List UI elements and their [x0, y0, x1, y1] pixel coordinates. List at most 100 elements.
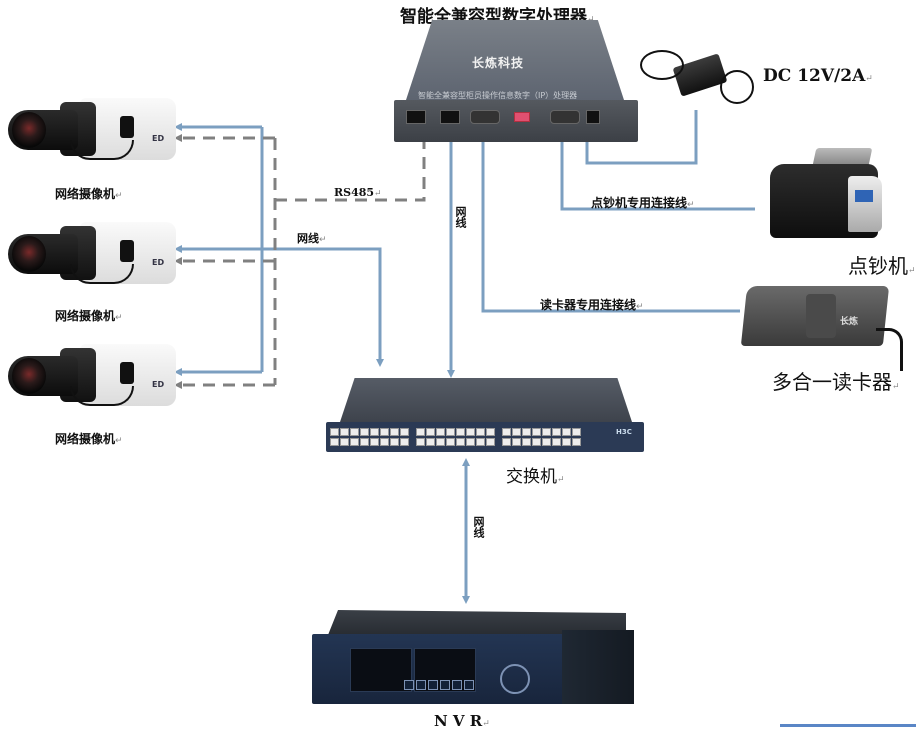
switch-port: [436, 438, 445, 446]
footer-divider: [780, 724, 916, 727]
paragraph-mark: ↵: [687, 200, 695, 210]
nvr-button: [428, 680, 438, 690]
switch-port: [476, 438, 485, 446]
switch-port: [542, 428, 551, 436]
camera-2-network-wire: [174, 245, 384, 367]
nvr-display-left: [350, 648, 412, 692]
card-reader-label-text: 多合一读卡器: [772, 370, 892, 394]
switch-port: [416, 428, 425, 436]
switch-port: [532, 438, 541, 446]
card-reader-wire: [479, 130, 740, 313]
rs485-label: RS485↵: [334, 186, 382, 199]
switch-port: [466, 438, 475, 446]
camera-logo: ED: [152, 380, 165, 389]
cash-counter-wire: [558, 130, 755, 211]
paragraph-mark: ↵: [374, 189, 382, 199]
switch-port: [370, 428, 379, 436]
counter-screen: [855, 190, 873, 202]
switch-front-panel: [326, 422, 644, 452]
switch-port: [532, 428, 541, 436]
cash-counter-label: 点钞机↵: [848, 250, 916, 279]
camera-3-label: 网络摄像机↵: [55, 430, 123, 447]
power-adapter-label-text: DC 12V/2A: [763, 66, 866, 86]
switch-port: [350, 438, 359, 446]
nvr-button: [416, 680, 426, 690]
paragraph-mark: ↵: [557, 475, 565, 485]
paragraph-mark: ↵: [319, 235, 327, 245]
processor-switch-label: 网线: [454, 206, 467, 228]
camera-3-label-text: 网络摄像机: [55, 432, 116, 446]
cash-counter-device: [752, 146, 892, 246]
switch-label: 交换机↵: [506, 462, 565, 487]
switch-port: [426, 438, 435, 446]
card-reader-device: 长炼: [736, 272, 906, 371]
switch-port: [380, 428, 389, 436]
camera-plug: [120, 116, 134, 138]
cash-counter-label-text: 点钞机: [848, 254, 908, 278]
camera-network-label-text: 网线: [297, 232, 319, 245]
switch-port: [330, 438, 339, 446]
switch-port: [562, 428, 571, 436]
switch-port: [552, 428, 561, 436]
switch-port: [522, 428, 531, 436]
power-port: [586, 110, 600, 124]
nvr-side: [562, 630, 634, 704]
switch-port: [400, 428, 409, 436]
switch-port: [330, 428, 339, 436]
switch-port: [466, 428, 475, 436]
switch-port: [436, 428, 445, 436]
camera-2-label-text: 网络摄像机: [55, 309, 116, 323]
camera-glass: [12, 358, 46, 394]
switch-port: [476, 428, 485, 436]
processor-brand: 长炼科技: [472, 56, 525, 70]
switch-port: [370, 438, 379, 446]
power-adapter-label: DC 12V/2A↵: [763, 66, 873, 86]
camera-2-label: 网络摄像机↵: [55, 307, 123, 324]
power-adapter-device: [636, 40, 756, 110]
network-switch-device: H3C: [326, 378, 646, 454]
card-reader-label: 多合一读卡器↵: [772, 366, 900, 395]
switch-port: [416, 438, 425, 446]
switch-port: [446, 428, 455, 436]
ethernet-port: [440, 110, 460, 124]
camera-cable: [70, 386, 134, 406]
digital-processor-device: 长炼科技 智能全兼容型柜员操作信息数字（IP）处理器: [384, 20, 648, 142]
nvr-control-dial: [500, 664, 530, 694]
processor-panel-text: 智能全兼容型柜员操作信息数字（IP）处理器: [418, 91, 578, 100]
camera-plug: [120, 240, 134, 262]
switch-port: [390, 438, 399, 446]
camera-1-label: 网络摄像机↵: [55, 185, 123, 202]
paragraph-mark: ↵: [482, 719, 490, 729]
switch-port: [456, 438, 465, 446]
camera-glass: [12, 112, 46, 148]
switch-top: [340, 378, 632, 422]
paragraph-mark: ↵: [636, 302, 644, 312]
counter-side: [848, 176, 882, 232]
cash-counter-cable-label-text: 点钞机专用连接线: [591, 196, 688, 210]
nvr-button: [440, 680, 450, 690]
dip-switch: [514, 112, 530, 122]
camera-network-label: 网线↵: [297, 230, 327, 246]
nvr-button: [404, 680, 414, 690]
paragraph-mark: ↵: [892, 382, 900, 392]
switch-port: [400, 438, 409, 446]
serial-port-2: [550, 110, 580, 124]
camera-cable: [70, 140, 134, 160]
rs485-to-processor: [275, 128, 428, 202]
reader-cord: [876, 328, 903, 371]
switch-port: [522, 438, 531, 446]
switch-port: [502, 428, 511, 436]
paragraph-mark: ↵: [115, 436, 123, 446]
network-camera-3: ED: [0, 342, 180, 414]
switch-port: [572, 428, 581, 436]
switch-port: [512, 428, 521, 436]
card-reader-cable-label: 读卡器专用连接线↵: [540, 296, 644, 313]
camera-logo: ED: [152, 258, 165, 267]
camera-logo: ED: [152, 134, 165, 143]
nvr-label-text: N V R: [434, 712, 483, 730]
switch-port: [340, 438, 349, 446]
switch-port: [502, 438, 511, 446]
serial-port-1: [470, 110, 500, 124]
network-camera-1: ED: [0, 96, 180, 168]
